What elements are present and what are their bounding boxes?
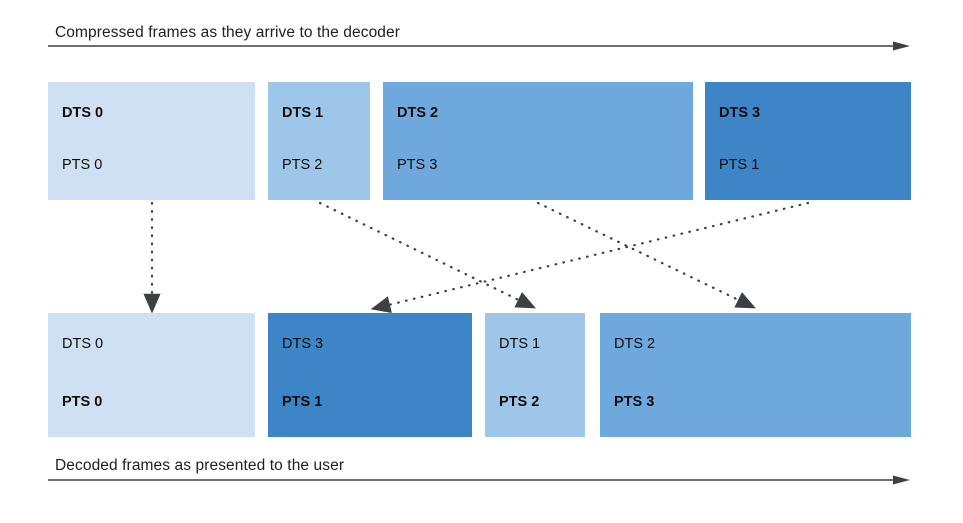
- frame-pts-label: PTS 3: [614, 393, 655, 410]
- frame-dts-label: DTS 3: [719, 105, 761, 121]
- presentation-order-axis: [48, 474, 910, 486]
- decode-order-axis: [48, 40, 910, 52]
- decoded-frame-pts0[interactable]: DTS 0 PTS 0: [48, 313, 255, 437]
- frame-dts-label: DTS 1: [282, 105, 324, 121]
- frame-dts-label: DTS 1: [499, 336, 541, 352]
- frame-dts-label: DTS 2: [397, 105, 439, 121]
- connector-dts3-to-pts1: [370, 201, 810, 313]
- compressed-frame-dts2[interactable]: DTS 2 PTS 3: [383, 82, 693, 200]
- frame-dts-label: DTS 0: [62, 105, 104, 121]
- compressed-frames-caption: Compressed frames as they arrive to the …: [55, 24, 400, 41]
- connector-dts1-to-pts2: [318, 201, 536, 309]
- frame-pts-label: PTS 0: [62, 156, 103, 173]
- compressed-frame-dts0[interactable]: DTS 0 PTS 0: [48, 82, 255, 200]
- frame-pts-label: PTS 1: [719, 156, 760, 173]
- frame-dts-label: DTS 0: [62, 336, 104, 352]
- decoded-frame-pts2[interactable]: DTS 1 PTS 2: [485, 313, 585, 437]
- frame-pts-label: PTS 2: [499, 393, 540, 410]
- frame-dts-label: DTS 2: [614, 336, 656, 352]
- frame-pts-label: PTS 0: [62, 393, 103, 410]
- connector-dts2-to-pts3: [536, 201, 756, 309]
- decoded-frame-pts3[interactable]: DTS 2 PTS 3: [600, 313, 911, 437]
- compressed-frame-dts1[interactable]: DTS 1 PTS 2: [268, 82, 370, 200]
- compressed-frame-dts3[interactable]: DTS 3 PTS 1: [705, 82, 911, 200]
- frame-pts-label: PTS 1: [282, 393, 323, 410]
- decoded-frames-caption: Decoded frames as presented to the user: [55, 457, 345, 474]
- frame-dts-label: DTS 3: [282, 336, 324, 352]
- frame-pts-label: PTS 3: [397, 156, 438, 173]
- frame-pts-label: PTS 2: [282, 156, 323, 173]
- decoded-frame-pts1[interactable]: DTS 3 PTS 1: [268, 313, 472, 437]
